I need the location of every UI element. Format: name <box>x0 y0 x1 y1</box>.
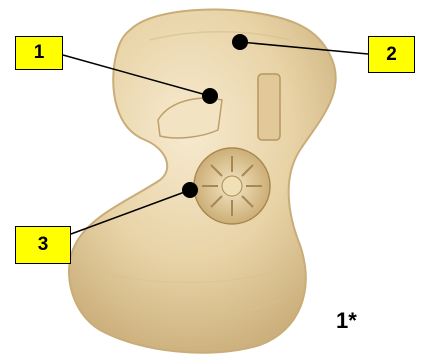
callout-dot-1 <box>202 88 218 104</box>
figure-number: 1* <box>336 308 357 334</box>
callout-label-1: 1 <box>15 36 63 70</box>
callout-label-1-text: 1 <box>34 42 45 64</box>
callout-dot-3 <box>182 182 198 198</box>
microphone-port-icon <box>194 148 270 224</box>
callout-label-2-text: 2 <box>386 44 397 66</box>
callout-label-3: 3 <box>15 226 71 264</box>
callout-dot-2 <box>232 34 248 50</box>
callout-label-3-text: 3 <box>38 234 49 256</box>
callout-label-2: 2 <box>368 36 415 73</box>
vent-opening-icon <box>258 74 280 140</box>
